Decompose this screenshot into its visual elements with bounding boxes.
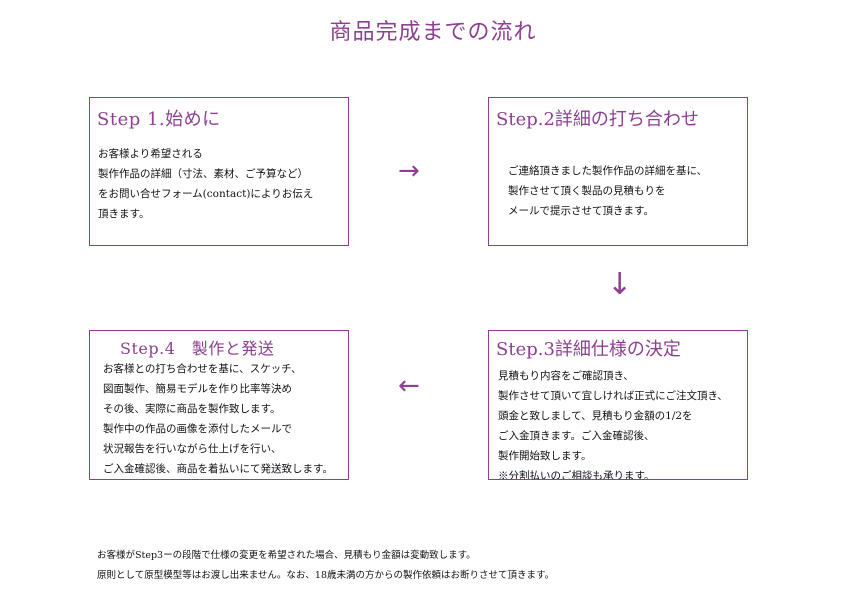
- step-3-line: 見積もり内容をご確認頂き、: [498, 370, 634, 382]
- page-title: 商品完成までの流れ: [329, 20, 537, 45]
- step-4-line: その後、実際に商品を製作致します。: [103, 403, 281, 415]
- step-2-line: 製作させて頂く製品の見積もりを: [508, 185, 666, 197]
- step-1-line: お客様より希望される: [98, 148, 203, 160]
- footnote-price-change: お客様がStep3ーの段階で仕様の変更を希望された場合、見積もり金額は変動致しま…: [97, 550, 476, 561]
- step-2-box: Step.2詳細の打ち合わせ ご連絡頂きました製作作品の詳細を基に、 製作させて…: [488, 97, 748, 246]
- step-4-line: ご入金確認後、商品を着払いにて発送致します。: [103, 463, 333, 475]
- step-1-line: 製作作品の詳細（寸法、素材、ご予算など）: [98, 168, 308, 180]
- step-4-heading: Step.4 製作と発送: [120, 339, 275, 358]
- footnote-policy: 原則として原型模型等はお渡し出来ません。なお、18歳未満の方からの製作依頼はお断…: [97, 570, 555, 581]
- step-1-heading: Step 1.始めに: [97, 109, 221, 130]
- step-2-line: ご連絡頂きました製作作品の詳細を基に、: [508, 165, 708, 177]
- step-4-line: 状況報告を行いながら仕上げを行い、: [103, 443, 282, 455]
- step-2-heading: Step.2詳細の打ち合わせ: [496, 109, 699, 130]
- step-3-line: 製作開始致します。: [498, 450, 592, 462]
- step-3-line: 製作させて頂いて宜しければ正式にご注文頂き、: [498, 390, 728, 402]
- step-4-line: 図面製作、簡易モデルを作り比率等決め: [103, 383, 292, 395]
- step-2-description: ご連絡頂きました製作作品の詳細を基に、 製作させて頂く製品の見積もりを メールで…: [508, 161, 707, 221]
- arrow-right-icon: →: [398, 156, 420, 186]
- step-3-description: 見積もり内容をご確認頂き、 製作させて頂いて宜しければ正式にご注文頂き、 頭金と…: [498, 366, 728, 480]
- step-3-line: ご入金頂きます。ご入金確認後、: [498, 430, 655, 442]
- arrow-down-icon: ↓: [607, 267, 633, 302]
- step-1-line: をお問い合せフォーム(contact)によりお伝え: [98, 188, 314, 200]
- step-4-line: お客様との打ち合わせを基に、スケッチ、: [103, 363, 302, 375]
- arrow-left-icon: ←: [398, 371, 420, 401]
- step-1-line: 頂きます。: [98, 208, 150, 220]
- step-1-box: Step 1.始めに お客様より希望される 製作作品の詳細（寸法、素材、ご予算な…: [89, 97, 349, 246]
- step-4-box: Step.4 製作と発送 お客様との打ち合わせを基に、スケッチ、 図面製作、簡易…: [89, 330, 349, 480]
- step-2-line: メールで提示させて頂きます。: [508, 205, 654, 217]
- step-3-heading: Step.3詳細仕様の決定: [496, 339, 681, 360]
- step-4-description: お客様との打ち合わせを基に、スケッチ、 図面製作、簡易モデルを作り比率等決め そ…: [103, 359, 333, 479]
- step-3-line: ※分割払いのご相談も承ります。: [498, 470, 655, 480]
- step-4-line: 製作中の作品の画像を添付したメールで: [103, 423, 292, 435]
- step-1-description: お客様より希望される 製作作品の詳細（寸法、素材、ご予算など） をお問い合せフォ…: [98, 144, 313, 224]
- step-3-box: Step.3詳細仕様の決定 見積もり内容をご確認頂き、 製作させて頂いて宜しけれ…: [488, 330, 748, 480]
- step-3-line: 頭金と致しまして、見積もり金額の1/2を: [498, 410, 693, 422]
